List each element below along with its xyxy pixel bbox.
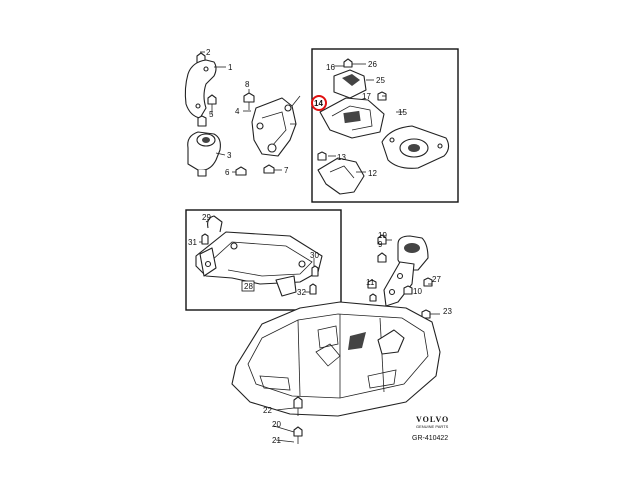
label-22: 22 <box>263 406 272 415</box>
label-1: 1 <box>228 63 233 72</box>
highlighted-callout-14: 14 <box>311 95 327 111</box>
label-32: 32 <box>297 288 306 297</box>
label-29: 29 <box>202 213 211 222</box>
engine-mount-group <box>184 51 301 177</box>
rear-mount-group <box>367 234 440 319</box>
label-26: 26 <box>368 60 377 69</box>
label-5: 5 <box>209 110 214 119</box>
label-6: 6 <box>225 168 230 177</box>
figure-ref: GR-410422 <box>412 435 448 442</box>
label-25: 25 <box>376 76 385 85</box>
label-7: 7 <box>284 166 289 175</box>
brand-block: VOLVO GENUINE PARTS GR-410422 <box>412 415 449 442</box>
subframe-group <box>195 215 323 297</box>
brand-sub: GENUINE PARTS <box>416 424 449 429</box>
label-27: 27 <box>432 275 441 284</box>
splash-shield-group <box>231 301 441 444</box>
label-11: 11 <box>366 278 375 287</box>
label-21: 21 <box>272 436 281 445</box>
brand-name: VOLVO <box>416 415 449 424</box>
label-2: 2 <box>206 48 211 57</box>
label-3: 3 <box>227 151 232 160</box>
label-14: 14 <box>314 99 323 108</box>
subframe-detail-box <box>185 209 342 311</box>
label-30: 30 <box>310 251 319 260</box>
label-13: 13 <box>337 153 346 162</box>
label-10: 10 <box>413 287 422 296</box>
label-15: 15 <box>398 108 407 117</box>
label-28: 28 <box>244 282 253 291</box>
label-20: 20 <box>272 420 281 429</box>
label-23: 23 <box>443 307 452 316</box>
label-12: 12 <box>368 169 377 178</box>
transmission-mount-group <box>317 58 450 195</box>
label-8: 8 <box>245 80 250 89</box>
label-16: 16 <box>326 63 335 72</box>
label-4: 4 <box>235 107 240 116</box>
label-9: 9 <box>378 240 383 249</box>
label-19: 19 <box>378 231 387 240</box>
callout-labels: 1 2 5 3 6 8 4 7 16 26 25 17 15 13 12 29 … <box>188 48 452 445</box>
label-31: 31 <box>188 238 197 247</box>
mount-detail-box <box>311 48 459 203</box>
label-17: 17 <box>362 92 371 101</box>
label-28-box: 28 <box>241 280 255 292</box>
